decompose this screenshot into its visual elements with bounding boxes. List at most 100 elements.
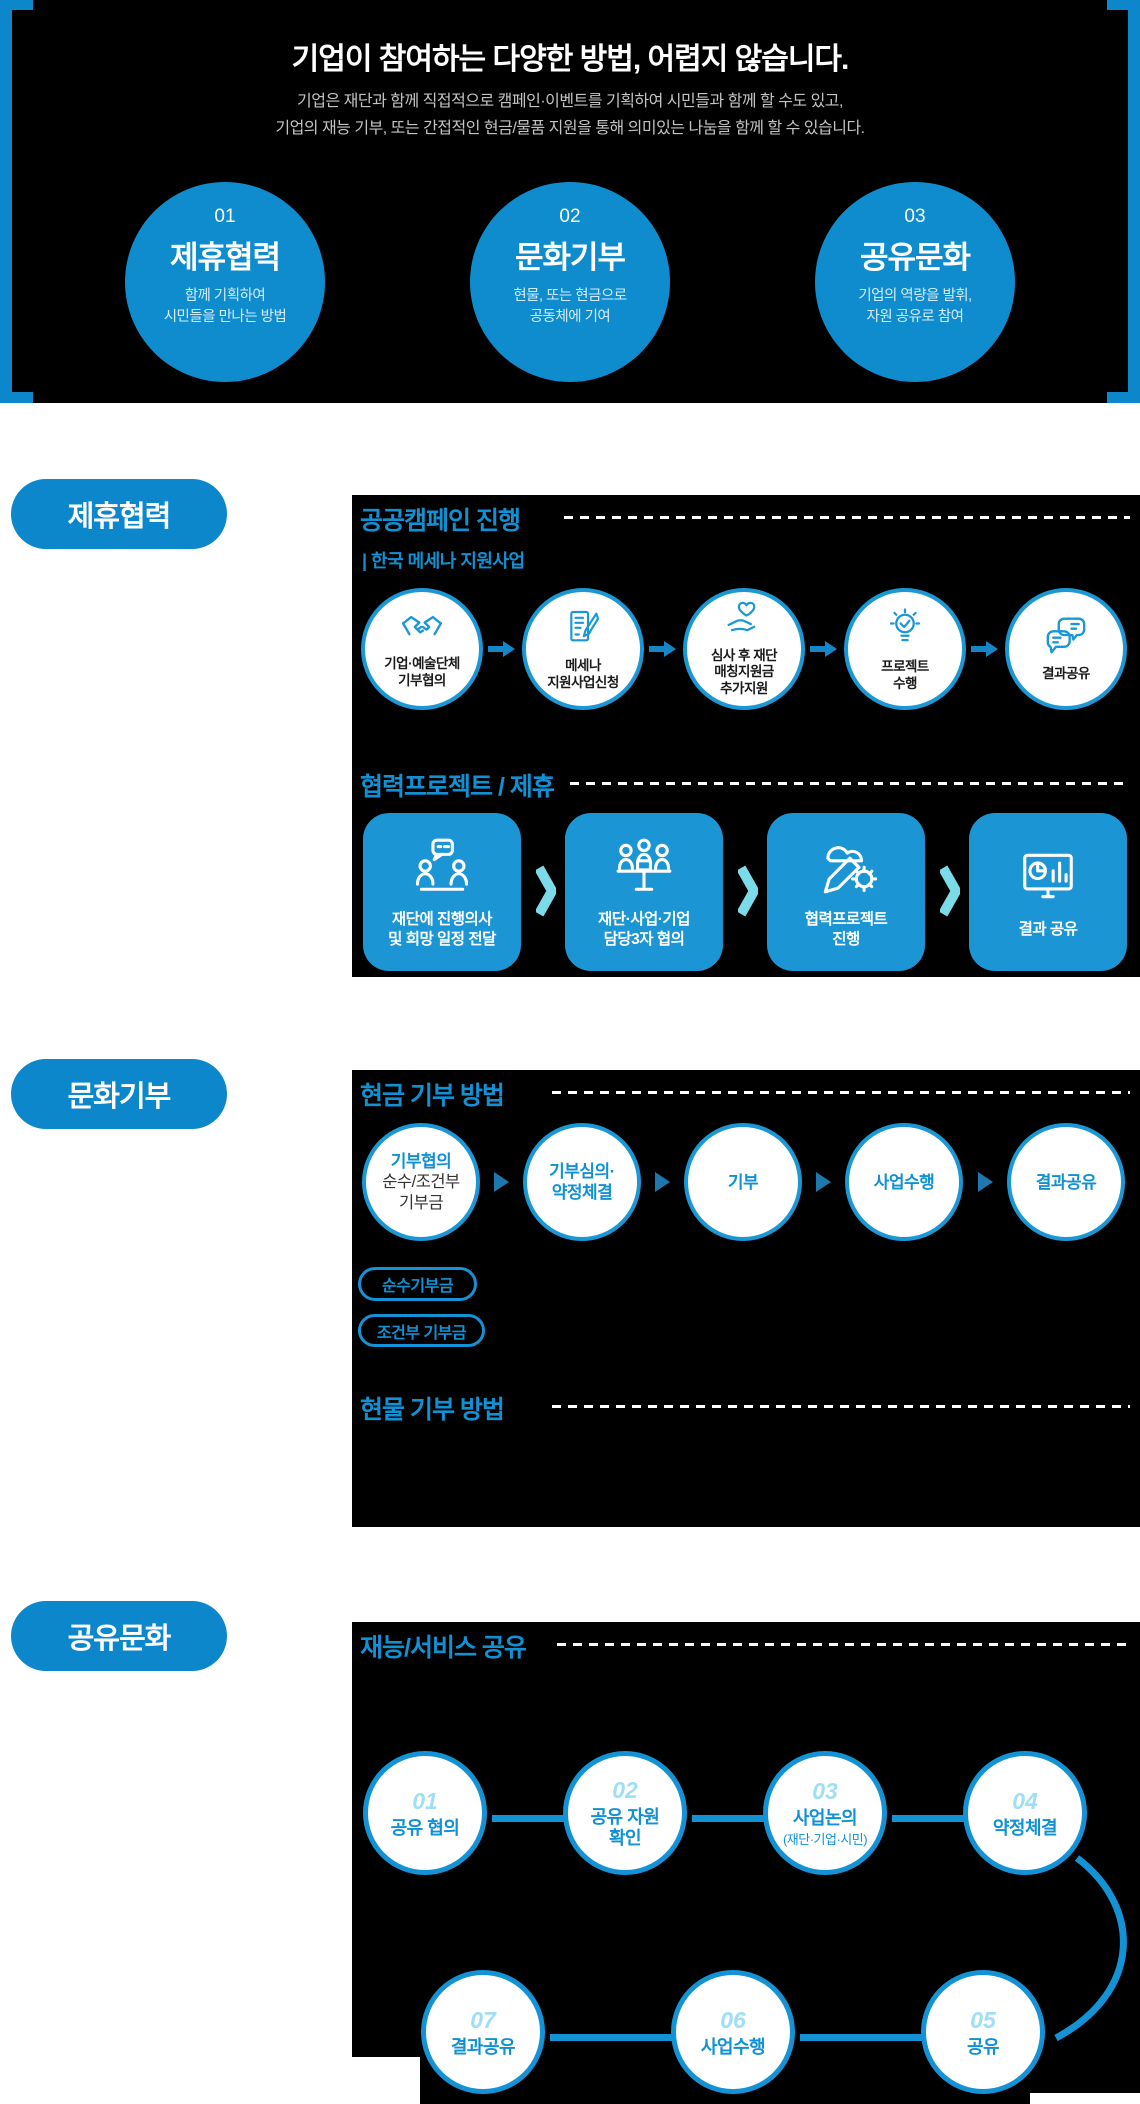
left-accent-bar [0, 0, 12, 403]
cash-heading: 현금 기부 방법 [360, 1082, 505, 1110]
step-label-line: 순수/조건부 [382, 1172, 460, 1191]
sharing-step-07: 07 결과공유 [421, 1970, 545, 2094]
step-title: 사업논의 [792, 1808, 858, 1828]
collab-step-3: 협력프로젝트 진행 [767, 813, 925, 971]
sharing-step-06: 06 사업수행 [671, 1970, 795, 2094]
cash-step-2: 기부심의· 약정체결 [523, 1123, 641, 1241]
header-card-donation: 02 문화기부 현물, 또는 현금으로 공동체에 기여 [470, 182, 670, 382]
talent-heading: 재능/서비스 공유 [360, 1634, 527, 1662]
tag-conditional-donation: 조건부 기부금 [358, 1314, 485, 1347]
section-pill-sharing: 공유문화 [11, 1601, 227, 1671]
flow-arrow-icon [810, 640, 838, 663]
step-subtitle: (재단·기업·시민) [782, 1832, 868, 1847]
flow-arrow-icon [488, 640, 516, 663]
bottom-right-corner-accent [1107, 392, 1140, 403]
right-accent-bar [1128, 0, 1140, 403]
flow-arrow-icon [971, 640, 999, 663]
triangle-arrow-icon [494, 1172, 509, 1192]
step-title: 사업수행 [700, 2036, 766, 2057]
goods-heading: 현물 기부 방법 [360, 1396, 505, 1424]
step-number: 04 [1012, 1787, 1038, 1814]
header-banner: 기업이 참여하는 다양한 방법, 어렵지 않습니다. 기업은 재단과 함께 직접… [0, 0, 1140, 403]
step-title-line: 기부심의· [549, 1162, 615, 1181]
step-title: 약정체결 [992, 1817, 1058, 1838]
campaign-step-2: 메세나 지원사업신청 [522, 588, 644, 710]
sharing-step-05: 05 공유 [921, 1970, 1045, 2094]
tag-pure-donation: 순수기부금 [358, 1267, 477, 1301]
card-desc-line: 현물, 또는 현금으로 [513, 288, 627, 304]
flow-arrow-icon [649, 640, 677, 663]
card-number: 03 [904, 206, 926, 227]
document-pen-icon [563, 607, 603, 652]
step-title: 기부협의 [390, 1151, 452, 1171]
hand-heart-icon [723, 601, 765, 642]
curve-connector [1054, 1855, 1127, 2042]
page-subtitle: 기업은 재단과 함께 직접적으로 캠페인·이벤트를 기획하여 시민들과 함께 할… [0, 88, 1140, 142]
step-number: 05 [970, 2006, 996, 2033]
handshake-icon [400, 609, 444, 650]
donation-content-block: 현금 기부 방법 기부협의 순수/조건부 기부금 기부심의· 약정체결 기부 사… [352, 1070, 1140, 1527]
campaign-step-4: 프로젝트 수행 [844, 588, 966, 710]
card-desc-line: 기업의 역량을 발휘, [858, 288, 972, 304]
connector-line [800, 2034, 926, 2041]
chevron-right-icon [938, 865, 962, 922]
chevron-right-icon [736, 865, 760, 922]
step-title-line: 확인 [608, 1828, 642, 1848]
cash-step-3: 기부 [684, 1123, 802, 1241]
cloud-pencil-gear-icon [815, 835, 878, 902]
collab-step-2: 재단·사업·기업 담당3자 협의 [565, 813, 723, 971]
triangle-arrow-icon [816, 1172, 831, 1192]
header-card-sharing: 03 공유문화 기업의 역량을 발휘, 자원 공유로 참여 [815, 182, 1015, 382]
subtitle-line-1: 기업은 재단과 함께 직접적으로 캠페인·이벤트를 기획하여 시민들과 함께 할… [297, 93, 843, 110]
dashed-divider [552, 1405, 1130, 1408]
connector-line [692, 1815, 768, 1822]
step-label-line: 기부협의 [398, 672, 446, 688]
step-title: 공유 [966, 2036, 1000, 2057]
sharing-step-03: 03 사업논의 (재단·기업·시민) [763, 1751, 887, 1875]
partnership-content-block: 공공캠페인 진행 | 한국 메세나 지원사업 기업·예술단체 기부협의 [352, 495, 1140, 977]
collab-step-4: 결과 공유 [969, 813, 1127, 971]
step-label-line: 협력프로젝트 [804, 910, 888, 928]
card-title: 제휴협력 [169, 240, 281, 275]
bottom-black-strip [420, 2093, 1030, 2104]
connector-line [892, 1815, 968, 1822]
dashed-divider [557, 1643, 1130, 1646]
step-label-line: 메세나 [565, 658, 601, 673]
step-number: 07 [470, 2006, 496, 2033]
sharing-content-block: 재능/서비스 공유 01 공유 협의 02 공유 자원 확인 03 사업논의 [352, 1622, 1140, 2094]
step-label-line: 지원사업신청 [547, 674, 619, 690]
step-number: 02 [612, 1777, 638, 1803]
bottom-left-corner-accent [0, 392, 33, 403]
dashed-divider [570, 782, 1130, 785]
header-card-partnership: 01 제휴협력 함께 기획하여 시민들을 만나는 방법 [125, 182, 325, 382]
step-label-line: 재단·사업·기업 [598, 910, 690, 928]
collab-heading: 협력프로젝트 / 제휴 [360, 773, 555, 801]
step-label-line: 수행 [893, 675, 917, 691]
card-desc-line: 자원 공유로 참여 [866, 309, 964, 325]
step-number: 01 [412, 1787, 438, 1814]
subtitle-line-2: 기업의 재능 기부, 또는 간접적인 현금/물품 지원을 통해 의미있는 나눔을… [275, 120, 865, 137]
campaign-step-3: 심사 후 재단 매칭지원금 추가지원 [683, 588, 805, 710]
step-title-line: 약정체결 [551, 1183, 613, 1202]
step-title: 공유 협의 [390, 1817, 460, 1838]
chevron-right-icon [534, 865, 558, 922]
top-right-corner-accent [1107, 0, 1140, 10]
sharing-step-04: 04 약정체결 [963, 1751, 1087, 1875]
dashed-divider [564, 516, 1130, 519]
cash-step-4: 사업수행 [845, 1123, 963, 1241]
cash-step-1: 기부협의 순수/조건부 기부금 [362, 1123, 480, 1241]
card-title: 문화기부 [514, 240, 626, 275]
step-label-line: 재단에 진행의사 [391, 910, 493, 928]
page-title: 기업이 참여하는 다양한 방법, 어렵지 않습니다. [291, 43, 850, 76]
step-title-line: 공유 자원 [590, 1807, 660, 1827]
section-pill-donation: 문화기부 [11, 1059, 227, 1129]
bulb-check-icon [884, 606, 926, 653]
card-desc-line: 공동체에 기여 [529, 309, 611, 325]
monitor-chart-icon [1017, 845, 1079, 912]
step-label-line: 기부금 [398, 1193, 444, 1212]
collab-step-1: 재단에 진행의사 및 희망 일정 전달 [363, 813, 521, 971]
card-number: 01 [214, 206, 236, 227]
connector-line [550, 2034, 676, 2041]
step-number: 06 [720, 2006, 746, 2033]
